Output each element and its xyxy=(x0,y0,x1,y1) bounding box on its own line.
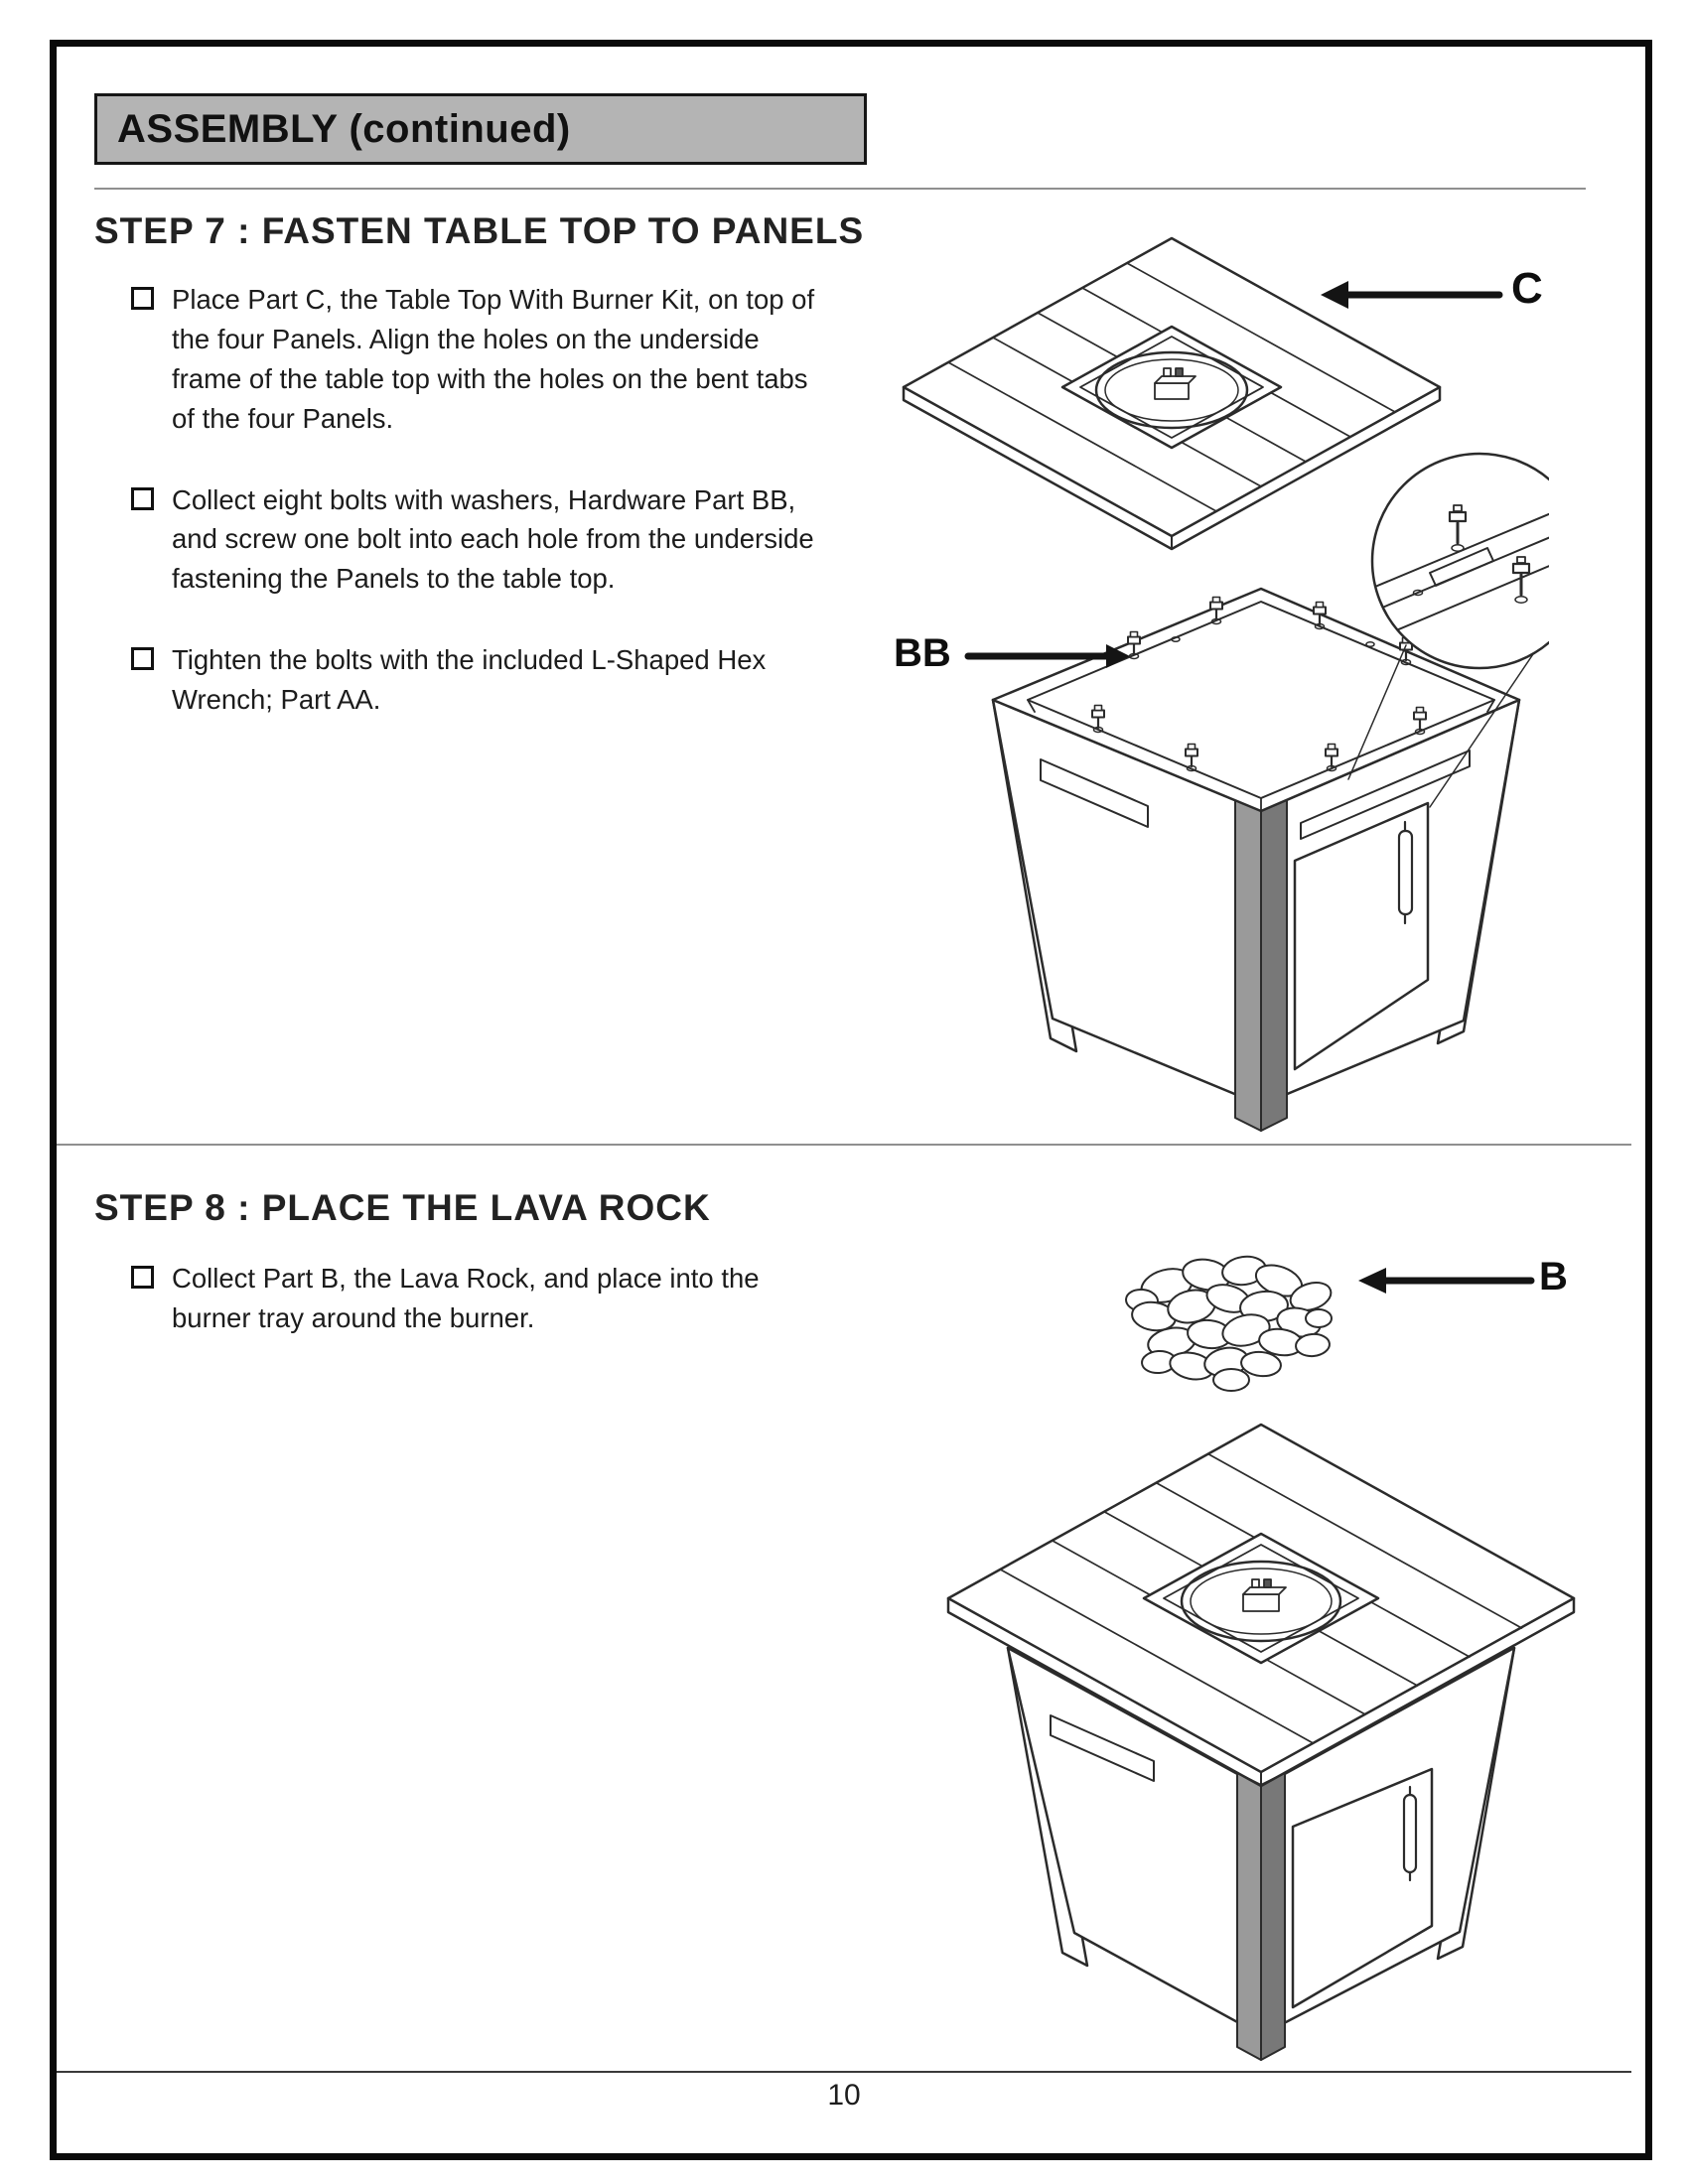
step8-title: STEP 8 : PLACE THE LAVA ROCK xyxy=(94,1187,711,1228)
step7-bullet-1: Place Part C, the Table Top With Burner … xyxy=(131,280,836,439)
assembly-section-header: ASSEMBLY (continued) xyxy=(94,93,867,165)
footer-divider xyxy=(57,2071,1631,2073)
step7-bullet-3: Tighten the bolts with the included L-Sh… xyxy=(131,640,836,720)
burner-control-icon xyxy=(1242,1578,1287,1612)
step7-bullet-3-text: Tighten the bolts with the included L-Sh… xyxy=(172,644,767,715)
step8-instructions: Collect Part B, the Lava Rock, and place… xyxy=(131,1259,816,1380)
callout-arrow-b xyxy=(1358,1268,1535,1294)
checkbox-icon xyxy=(131,287,154,310)
header-divider xyxy=(94,188,1586,190)
callout-arrow-bb xyxy=(964,644,1130,668)
assembled-table-top-drawing xyxy=(946,1423,1576,1788)
step7-title: STEP 7 : FASTEN TABLE TOP TO PANELS xyxy=(94,210,865,251)
step7-bullet-2: Collect eight bolts with washers, Hardwa… xyxy=(131,480,836,600)
callout-label-c: C xyxy=(1511,264,1543,313)
callout-arrow-c xyxy=(1321,281,1503,309)
assembled-base-drawing xyxy=(1006,1646,1516,2061)
table-top-drawing xyxy=(902,236,1442,551)
magnifier-detail-circle xyxy=(1370,452,1549,670)
step8-bullet-1: Collect Part B, the Lava Rock, and place… xyxy=(131,1259,816,1338)
step7-illustration xyxy=(902,236,1549,1132)
step7-instructions: Place Part C, the Table Top With Burner … xyxy=(131,280,836,761)
step7-bullet-2-text: Collect eight bolts with washers, Hardwa… xyxy=(172,483,814,595)
assembly-section-title: ASSEMBLY (continued) xyxy=(117,106,571,151)
checkbox-icon xyxy=(131,486,154,510)
burner-control-icon xyxy=(1154,367,1196,400)
page-number: 10 xyxy=(827,2079,861,2112)
panel-base-drawing xyxy=(991,587,1521,1132)
checkbox-icon xyxy=(131,647,154,671)
step7-bullet-1-text: Place Part C, the Table Top With Burner … xyxy=(172,284,815,434)
detail-leader-lines xyxy=(1347,644,1538,808)
step8-bullet-1-text: Collect Part B, the Lava Rock, and place… xyxy=(172,1263,760,1333)
page-border-frame xyxy=(50,40,1652,2160)
checkbox-icon xyxy=(131,1266,154,1289)
callout-label-bb: BB xyxy=(894,631,951,675)
lava-rock-drawing xyxy=(1125,1255,1333,1392)
callout-label-b: B xyxy=(1539,1255,1568,1298)
step8-illustration xyxy=(946,1255,1576,2061)
section-divider xyxy=(57,1144,1631,1146)
